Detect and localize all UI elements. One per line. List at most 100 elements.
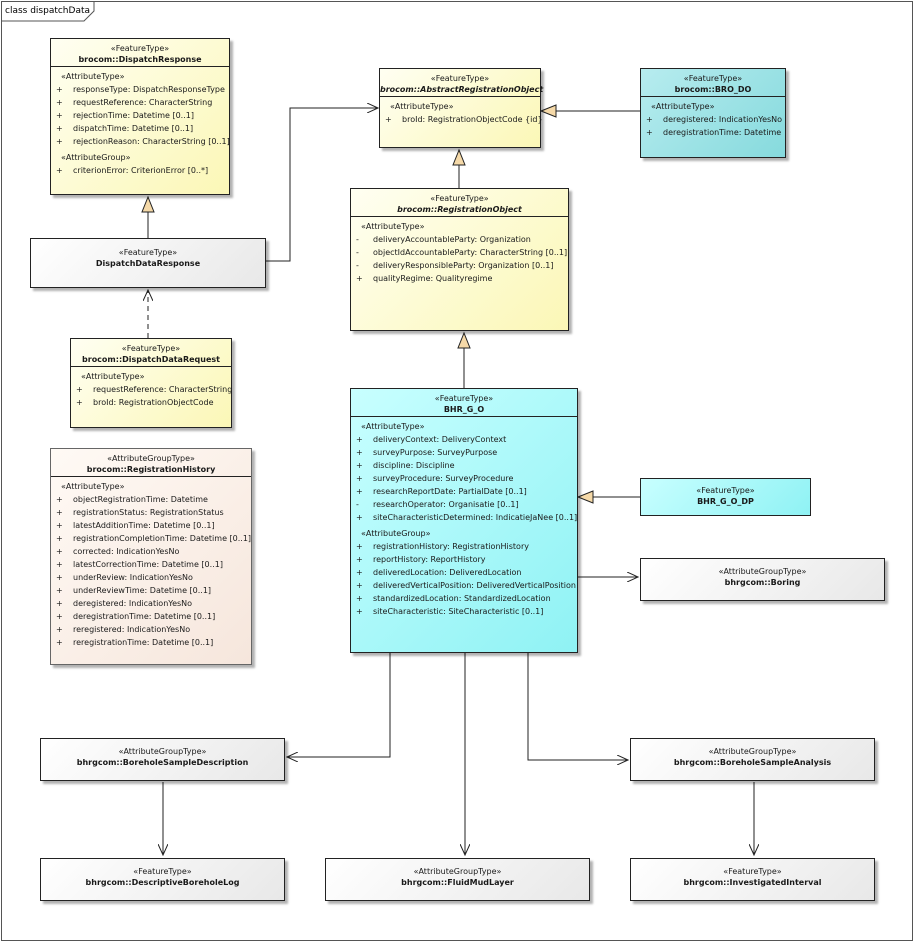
class-name: bhrgcom::InvestigatedInterval: [683, 878, 822, 887]
class-borehole-sample-analysis[interactable]: «AttributeGroupType» bhrgcom::BoreholeSa…: [630, 738, 875, 781]
attribute-row[interactable]: +discipline: Discipline: [356, 461, 455, 470]
association-bhr-g-o-to-boreholesampledescription: [287, 653, 391, 757]
section-title: «AttributeGroup»: [361, 529, 431, 538]
stereotype-label: «FeatureType»: [110, 44, 170, 53]
section-title: «AttributeType»: [390, 102, 454, 111]
class-name: bhrgcom::DescriptiveBoreholeLog: [85, 878, 240, 887]
stereotype-label: «FeatureType»: [430, 194, 489, 203]
section-title: «AttributeType»: [361, 422, 425, 431]
attribute-row[interactable]: +researchReportDate: PartialDate [0..1]: [356, 487, 527, 496]
attribute-row[interactable]: +rejectionReason: CharacterString [0..1]: [56, 137, 230, 146]
attribute-row[interactable]: +latestAdditionTime: Datetime [0..1]: [56, 521, 215, 530]
generalization-bhr-g-o-dp-to-bhr-g-o: [576, 490, 640, 504]
class-borehole-sample-description[interactable]: «AttributeGroupType» bhrgcom::BoreholeSa…: [40, 738, 285, 781]
class-name: brocom::AbstractRegistrationObject: [380, 85, 544, 94]
frame-title: class dispatchData: [5, 6, 91, 16]
class-name: BHR_G_O_DP: [697, 497, 754, 506]
attribute-row[interactable]: +deliveredLocation: DeliveredLocation: [356, 568, 522, 577]
attribute-row[interactable]: +reregistered: IndicationYesNo: [56, 625, 191, 634]
class-name: bhrgcom::BoreholeSampleDescription: [76, 758, 249, 767]
attribute-row[interactable]: +siteCharacteristicDetermined: Indicatie…: [356, 513, 578, 522]
class-name: DispatchDataResponse: [95, 259, 201, 268]
attribute-row[interactable]: +criterionError: CriterionError [0..*]: [56, 166, 209, 175]
class-boring[interactable]: «AttributeGroupType» bhrgcom::Boring: [640, 558, 885, 601]
class-name: bhrgcom::FluidMudLayer: [401, 878, 514, 887]
stereotype-label: «FeatureType»: [723, 867, 782, 876]
attribute-row[interactable]: +deregistered: IndicationYesNo: [646, 115, 783, 124]
attribute-row[interactable]: +dispatchTime: Datetime [0..1]: [56, 124, 194, 133]
class-bro-do[interactable]: «FeatureType» brocom::BRO_DO «AttributeT…: [640, 68, 786, 158]
class-fluid-mud-layer[interactable]: «AttributeGroupType» bhrgcom::FluidMudLa…: [325, 858, 590, 901]
class-bhr-g-o[interactable]: «FeatureType» BHR_G_O «AttributeType» +d…: [350, 388, 578, 653]
attribute-row[interactable]: +latestCorrectionTime: Datetime [0..1]: [56, 560, 223, 569]
class-dispatch-data-request[interactable]: «FeatureType» brocom::DispatchDataReques…: [70, 338, 232, 428]
class-name: brocom::BRO_DO: [674, 85, 752, 94]
stereotype-label: «AttributeGroupType»: [413, 867, 502, 876]
stereotype-label: «FeatureType»: [434, 394, 494, 403]
attribute-row[interactable]: -objectIdAccountableParty: CharacterStri…: [356, 248, 568, 257]
attribute-row[interactable]: +objectRegistrationTime: Datetime: [56, 495, 208, 504]
stereotype-label: «FeatureType»: [121, 344, 181, 353]
frame-tab-outline: [1, 1, 95, 22]
attribute-row[interactable]: +requestReference: CharacterString: [76, 385, 233, 394]
attribute-row[interactable]: -deliveryResponsibleParty: Organization …: [356, 261, 554, 270]
attribute-row[interactable]: +underReview: IndicationYesNo: [56, 573, 193, 582]
attribute-row[interactable]: -deliveryAccountableParty: Organization: [356, 235, 531, 244]
attribute-row[interactable]: -researchOperator: Organisatie [0..1]: [356, 500, 519, 509]
class-investigated-interval[interactable]: «FeatureType» bhrgcom::InvestigatedInter…: [630, 858, 875, 901]
section-title: «AttributeType»: [81, 372, 145, 381]
class-name: bhrgcom::Boring: [724, 578, 801, 587]
attribute-row[interactable]: +deregistrationTime: Datetime: [646, 128, 782, 137]
stereotype-label: «FeatureType»: [133, 867, 192, 876]
stereotype-label: «AttributeGroupType»: [708, 747, 797, 756]
attribute-row[interactable]: +rejectionTime: Datetime [0..1]: [56, 111, 194, 120]
class-registration-history[interactable]: «AttributeGroupType» brocom::Registratio…: [50, 448, 252, 665]
attribute-row[interactable]: +reregistrationTime: Datetime [0..1]: [56, 638, 214, 647]
attribute-row[interactable]: +registrationStatus: RegistrationStatus: [56, 508, 224, 517]
generalization-bhr-g-o-to-registrationobject: [457, 331, 471, 388]
class-registration-object[interactable]: «FeatureType» brocom::RegistrationObject…: [350, 188, 569, 331]
attribute-row[interactable]: +underReviewTime: Datetime [0..1]: [56, 586, 212, 595]
class-abstract-registration-object[interactable]: «FeatureType» brocom::AbstractRegistrati…: [379, 68, 544, 148]
attribute-row[interactable]: +deliveredVerticalPosition: DeliveredVer…: [356, 581, 576, 590]
section-title: «AttributeGroup»: [61, 153, 131, 162]
class-name: brocom::RegistrationHistory: [86, 465, 216, 474]
attribute-row[interactable]: +deregistered: IndicationYesNo: [56, 599, 193, 608]
section-title: «AttributeType»: [61, 482, 125, 491]
generalization-registrationobject-to-abstractregistrationobject: [452, 148, 466, 188]
class-dispatch-data-response[interactable]: «FeatureType» DispatchDataResponse: [30, 238, 266, 288]
attribute-row[interactable]: +requestReference: CharacterString: [56, 98, 213, 107]
stereotype-label: «AttributeGroupType»: [107, 454, 195, 463]
class-dispatch-response[interactable]: «FeatureType» brocom::DispatchResponse «…: [50, 38, 230, 195]
stereotype-label: «FeatureType»: [696, 486, 755, 495]
class-name: brocom::DispatchDataRequest: [82, 355, 220, 364]
section-title: «AttributeType»: [361, 222, 425, 231]
attribute-row[interactable]: +qualityRegime: Qualityregime: [356, 274, 493, 283]
association-bhr-g-o-to-boreholesampleanalysis: [527, 653, 628, 760]
attribute-row[interactable]: +corrected: IndicationYesNo: [56, 547, 180, 556]
attribute-row[interactable]: +deregistrationTime: Datetime [0..1]: [56, 612, 216, 621]
class-name: BHR_G_O: [443, 405, 485, 414]
section-title: «AttributeType»: [61, 72, 125, 81]
attribute-row[interactable]: +deliveryContext: DeliveryContext: [356, 435, 507, 444]
attribute-row[interactable]: +surveyProcedure: SurveyProcedure: [356, 474, 514, 483]
attribute-row[interactable]: +reportHistory: ReportHistory: [356, 555, 486, 564]
stereotype-label: «AttributeGroupType»: [118, 747, 207, 756]
attribute-row[interactable]: +surveyPurpose: SurveyPurpose: [356, 448, 498, 457]
attribute-row[interactable]: +registrationCompletionTime: Datetime [0…: [56, 534, 252, 543]
generalization-bro-do-to-abstractregistrationobject: [539, 104, 640, 118]
attribute-row[interactable]: +broId: RegistrationObjectCode: [76, 398, 214, 407]
attribute-row[interactable]: +siteCharacteristic: SiteCharacteristic …: [356, 607, 544, 616]
class-bhr-g-o-dp[interactable]: «FeatureType» BHR_G_O_DP: [640, 478, 811, 516]
stereotype-label: «FeatureType»: [430, 74, 490, 83]
attribute-row[interactable]: +standardizedLocation: StandardizedLocat…: [356, 594, 551, 603]
attribute-row[interactable]: +broId: RegistrationObjectCode {id}: [385, 115, 543, 124]
class-descriptive-borehole-log[interactable]: «FeatureType» bhrgcom::DescriptiveBoreho…: [40, 858, 285, 901]
class-name: brocom::RegistrationObject: [397, 205, 522, 214]
stereotype-label: «FeatureType»: [118, 248, 178, 257]
stereotype-label: «FeatureType»: [683, 74, 743, 83]
attribute-row[interactable]: +responseType: DispatchResponseType: [56, 85, 225, 94]
attribute-row[interactable]: +registrationHistory: RegistrationHistor…: [356, 542, 529, 551]
